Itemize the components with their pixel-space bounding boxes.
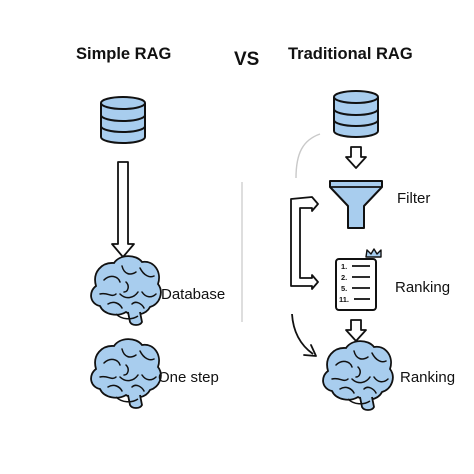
short-down-arrow <box>345 146 367 169</box>
loop-arrow <box>290 196 319 290</box>
brain-icon <box>90 255 162 326</box>
list-item-number: 11. <box>339 295 349 304</box>
crown-icon <box>365 248 382 258</box>
one-step-label: One step <box>158 369 219 386</box>
list-item-number: 1. <box>341 262 347 271</box>
list-item-number: 2. <box>341 273 347 282</box>
simple-rag-title: Simple RAG <box>76 45 172 63</box>
vs-label: VS <box>234 49 260 70</box>
ranking-label: Ranking <box>395 279 451 296</box>
funnel-icon <box>329 180 383 229</box>
brain-icon <box>322 340 394 411</box>
curved-arrow-head <box>303 344 317 357</box>
list-item-number: 5. <box>341 284 347 293</box>
long-down-arrow <box>111 161 135 258</box>
database-icon <box>333 90 379 138</box>
traditional-rag-title: Traditional RAG <box>288 45 413 63</box>
curved-arrow <box>291 313 314 355</box>
curved-guide-line <box>295 133 321 179</box>
database-icon <box>100 96 146 144</box>
ranking-label: Ranking <box>400 369 456 386</box>
database-label: Database <box>161 286 226 303</box>
filter-label: Filter <box>397 190 431 207</box>
ranked-list-icon: 1. 2. 5. 11. <box>335 248 382 311</box>
short-down-arrow <box>345 319 367 342</box>
brain-icon <box>90 338 162 409</box>
